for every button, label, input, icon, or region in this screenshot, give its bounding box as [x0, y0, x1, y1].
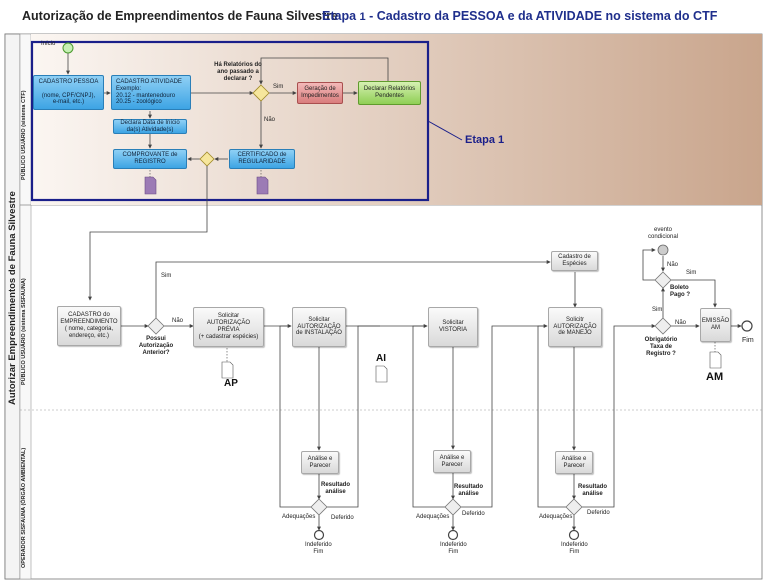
stage-title: - Cadastro da PESSOA e da ATIVIDADE no s… — [365, 9, 718, 23]
doc-ai: AI — [376, 353, 386, 364]
relatorios-sim: Sim — [273, 84, 284, 90]
relatorios-question: Há Relatórios do ano passado a declarar … — [214, 62, 262, 82]
end-indeferido-1 — [313, 529, 325, 541]
doc-am: AM — [706, 371, 724, 383]
stage-number: 1 — [359, 11, 366, 23]
resultado-label-3: Resultado análise — [578, 484, 608, 497]
solicitar-instalacao-task[interactable]: Solicitar AUTORIZAÇÃO de INSTALAÇÃO — [292, 307, 346, 347]
resultado-label-2: Resultado análise — [454, 484, 484, 497]
solicitar-manejo-task[interactable]: Solicitr AUTORIZAÇÃO de MANEJO — [548, 307, 602, 347]
comprovante-task[interactable]: COMPROVANTE de REGISTRO — [113, 149, 187, 169]
analise-parecer-1[interactable]: Análise e Parecer — [301, 451, 339, 474]
gateway-boleto — [654, 271, 672, 289]
cadastro-pessoa-task[interactable]: CADASTRO PESSOA (nome, CPF/CNPJ), e-mail… — [33, 75, 104, 110]
pool-title: Autorizar Empreendimentos de Fauna Silve… — [7, 191, 18, 405]
gateway-obrigatorio — [654, 317, 672, 335]
stage1-callout-line — [427, 120, 463, 141]
relatorios-nao: Não — [264, 117, 276, 123]
start-label: Início — [41, 41, 56, 47]
solicitar-previa-task[interactable]: Solicitar AUTORIZAÇÃO PRÉVIA (+ cadastra… — [193, 307, 264, 347]
stage1-callout: Etapa 1 — [465, 134, 505, 146]
declarar-relatorios-task[interactable]: Declarar Relatórios Pendentes — [358, 81, 421, 105]
cadastro-especies-task[interactable]: Cadastro de Espécies — [551, 251, 598, 271]
start-event — [62, 42, 74, 54]
solicitar-vistoria-task[interactable]: Solicitar VISTORIA — [428, 307, 478, 347]
declara-data-task[interactable]: Declara Data de Início da(s) Atividade(s… — [113, 119, 187, 134]
gateway-resultado-1 — [310, 498, 328, 516]
gateway-resultado-3 — [565, 498, 583, 516]
doc-ap: AP — [224, 378, 238, 389]
fim-label: Fim — [742, 337, 754, 344]
boleto-nao: Não — [667, 262, 679, 268]
obrigatorio-sim: Sim — [652, 307, 663, 313]
obrigatorio-question: Obrigatório Taxa de Registro ? — [644, 337, 678, 357]
end-indeferido-2 — [447, 529, 459, 541]
conditional-event — [657, 244, 669, 256]
end-indeferido-3 — [568, 529, 580, 541]
indeferido-label-1: Indeferido Fim — [305, 542, 332, 555]
adequacoes-label-2: Adequações — [416, 514, 450, 520]
possui-nao: Não — [172, 318, 184, 324]
geracao-impedimentos-task[interactable]: Geração de Impedimentos — [297, 82, 343, 104]
analise-parecer-2[interactable]: Análise e Parecer — [433, 450, 471, 473]
end-event — [741, 320, 753, 332]
emissao-am-task[interactable]: EMISSÃO AM — [700, 308, 731, 342]
certificado-task[interactable]: CERTIFICADO de REGULARIDADE — [229, 149, 295, 169]
lane-headers — [19, 33, 32, 580]
stage-heading: Etapa 1 - Cadastro da PESSOA e da ATIVID… — [322, 9, 717, 23]
gateway-resultado-2 — [444, 498, 462, 516]
deferido-label-3: Deferido — [587, 510, 610, 516]
adequacoes-label-3: Adequações — [539, 514, 573, 520]
stage-prefix: Etapa — [322, 9, 357, 23]
cadastro-atividade-task[interactable]: CADASTRO ATIVIDADE Exemplo: 20.12 - mant… — [111, 75, 191, 110]
possui-autorizacao-question: Possui Autorização Anterior? — [138, 336, 174, 356]
indeferido-label-2: Indeferido Fim — [440, 542, 467, 555]
possui-sim: Sim — [161, 273, 172, 279]
lane-label-sisfauna: PÚBLICO USUÁRIO (sistema SISFAUNA) — [21, 278, 27, 385]
diagram-title: Autorização de Empreendimentos de Fauna … — [22, 9, 339, 23]
boleto-sim: Sim — [686, 270, 697, 276]
gateway-possui — [147, 317, 165, 335]
analise-parecer-3[interactable]: Análise e Parecer — [555, 451, 593, 474]
lane-label-operador: OPERADOR SISFAUNA (ÓRGÃO AMBIENTAL) — [21, 447, 27, 568]
obrigatorio-nao: Não — [675, 320, 687, 326]
deferido-label-1: Deferido — [331, 515, 354, 521]
indeferido-label-3: Indeferido Fim — [561, 542, 588, 555]
deferido-label-2: Deferido — [462, 511, 485, 517]
gateway-relatorios — [252, 84, 270, 102]
cadastro-empreendimento-task[interactable]: CADASTRO do EMPREENDIMENTO ( nome, categ… — [57, 306, 121, 346]
adequacoes-label-1: Adequações — [282, 514, 316, 520]
evento-condicional-label: evento condicional — [647, 227, 679, 240]
boleto-question: Boleto Pago ? — [670, 285, 691, 298]
resultado-label-1: Resultado análise — [321, 482, 351, 495]
lane-label-ctf: PÚBLICO USUÁRIO (sistema CTF) — [21, 90, 27, 180]
